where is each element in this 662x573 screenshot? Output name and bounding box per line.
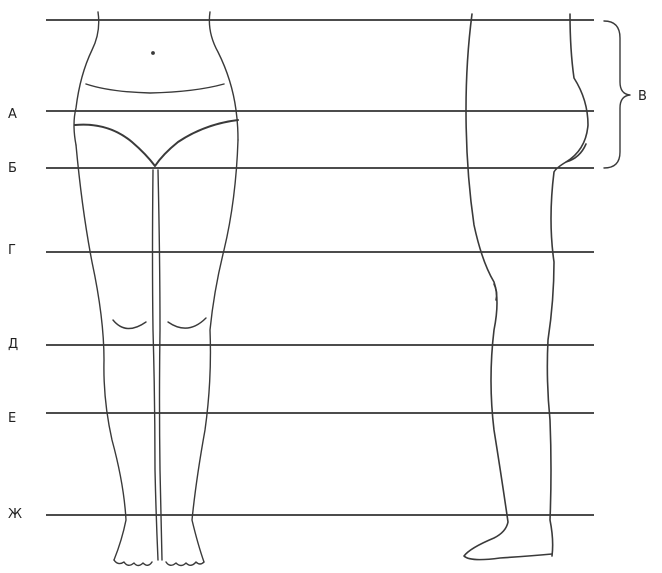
front-hip-curve	[75, 120, 238, 166]
level-label-b: Б	[8, 162, 17, 175]
level-label-e: Е	[8, 412, 16, 425]
navel-mark	[152, 52, 154, 54]
curly-bracket	[604, 21, 630, 168]
level-label-a: А	[8, 108, 17, 121]
side-leg-front-contour	[464, 14, 552, 560]
right-knee-mark	[168, 318, 206, 328]
front-left-leg-inner	[153, 170, 159, 560]
level-label-g: Г	[8, 244, 16, 257]
left-knee-mark	[113, 320, 146, 329]
measurement-lines	[46, 20, 594, 515]
front-right-leg-outer	[192, 140, 238, 562]
side-view-leg	[464, 14, 588, 560]
level-label-d: Д	[8, 338, 18, 351]
left-foot-toes	[114, 560, 152, 566]
waistband-line	[86, 84, 224, 93]
front-view-legs	[74, 12, 238, 566]
level-label-zh: Ж	[8, 508, 22, 521]
front-left-leg-outer	[76, 145, 126, 560]
side-knee-mark	[494, 284, 497, 300]
front-right-leg-inner	[158, 170, 162, 560]
bracket-label-v: В	[638, 90, 647, 103]
right-foot-toes	[166, 562, 204, 566]
side-leg-back-contour	[547, 14, 588, 556]
